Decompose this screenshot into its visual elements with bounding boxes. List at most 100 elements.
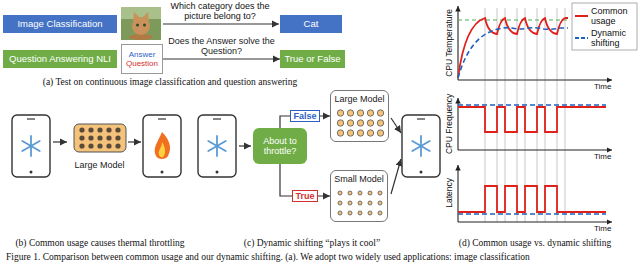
- chip-cell: [115, 127, 120, 132]
- dynamic-shifting-curve: [458, 104, 606, 106]
- flow-arrow: [239, 145, 251, 146]
- figure-caption: Figure 1. Comparison between common usag…: [6, 252, 530, 263]
- sub-caption: (c) Dynamic shifting “plays it cool”: [244, 238, 380, 249]
- edge-label: True: [292, 190, 317, 202]
- chip-cell: [115, 143, 120, 148]
- model-cell: [368, 191, 372, 195]
- chip-cell: [79, 127, 84, 132]
- model-cell: [367, 130, 373, 136]
- phone-cool: [22, 136, 39, 156]
- chip-cell: [106, 135, 111, 140]
- phone-hot: [161, 171, 164, 174]
- legend-box: [572, 3, 637, 50]
- common-usage-curve: [458, 107, 606, 132]
- model-cell: [368, 201, 372, 205]
- model-cell: [377, 110, 383, 116]
- legend-text: Dynamic shifting: [591, 28, 635, 48]
- flow-arrow: [128, 141, 141, 142]
- legend-box: [575, 15, 588, 17]
- phone-cool: [208, 136, 225, 156]
- phone-cool: [216, 171, 219, 174]
- phone-cool: [402, 115, 440, 177]
- chip-cell: [88, 143, 93, 148]
- sub-caption: (b) Common usage causes thermal throttli…: [15, 238, 184, 249]
- chip-cell: [97, 135, 102, 140]
- model-cell: [348, 191, 352, 195]
- model-chip: Large Model: [70, 123, 129, 170]
- model-cell: [338, 201, 342, 205]
- chip-cell: [97, 127, 102, 132]
- phone-hot: [155, 132, 170, 159]
- phone-cool: [417, 118, 425, 119]
- cat-photo: [121, 7, 161, 40]
- axis-unit: Time: [594, 152, 611, 161]
- axis-label: CPU Frequency: [445, 94, 455, 154]
- axis-unit: Time: [594, 224, 611, 233]
- node-text: Image Classification: [17, 19, 102, 30]
- chart-axis: [457, 98, 458, 150]
- model-cell: [358, 201, 362, 205]
- model-cell: [378, 201, 382, 205]
- decision-box: About to throttle?: [253, 128, 307, 164]
- phone-hot: [159, 142, 165, 157]
- flow-arrow: [163, 23, 279, 24]
- phone-cool: [213, 118, 221, 119]
- dynamic-shifting-curve: [458, 213, 606, 215]
- legend-box: [572, 3, 637, 50]
- chart-axis: [458, 221, 612, 222]
- cat-photo: [143, 24, 146, 27]
- dynamic-shifting-curve: [458, 28, 568, 78]
- model-cell: [367, 110, 373, 116]
- model-cell: [358, 211, 362, 215]
- model-cells: [331, 107, 390, 141]
- input-box: AnswerQuestion: [121, 44, 163, 74]
- model-box: Large Model: [330, 90, 389, 142]
- chip-cell: [115, 135, 120, 140]
- model-cell: [357, 110, 363, 116]
- cat-photo: [121, 7, 161, 40]
- model-cell: [348, 201, 352, 205]
- throttle-gridline: [565, 8, 566, 222]
- model-cell: [337, 130, 343, 136]
- chip-cell: [88, 135, 93, 140]
- chart-axis: [457, 6, 458, 80]
- phone-cool: [27, 118, 35, 119]
- model-cell: [377, 130, 383, 136]
- node-text: Large Model: [334, 94, 384, 104]
- flow-arrow: [53, 141, 67, 142]
- model-cell: [347, 110, 353, 116]
- node-text: About to throttle?: [257, 136, 303, 157]
- node-text: Question: [126, 59, 158, 68]
- sub-caption: (a) Test on continuous image classificat…: [43, 77, 298, 88]
- dynamic-shifting-curve: [458, 28, 606, 214]
- chart-axis: [458, 149, 612, 150]
- chip-cell: [106, 143, 111, 148]
- chip-cell: [79, 135, 84, 140]
- phone-cool: [22, 141, 39, 151]
- model-cell: [367, 120, 373, 126]
- model-cell: [378, 191, 382, 195]
- model-cell: [378, 211, 382, 215]
- flow-arrow: [391, 118, 401, 133]
- model-cell: [358, 191, 362, 195]
- answer-box: Cat: [280, 15, 342, 33]
- node-text: Question Answering NLI: [9, 54, 111, 65]
- model-cell: [337, 120, 343, 126]
- phone-cool: [412, 141, 429, 151]
- model-cells: [331, 187, 389, 221]
- model-cell: [368, 211, 372, 215]
- edge-label: Does the Answer solve the Question?: [166, 36, 278, 56]
- model-box: Small Model: [330, 170, 388, 222]
- axis-unit: Time: [594, 82, 611, 91]
- phone-cool: [402, 115, 440, 177]
- answer-box: True or False: [280, 50, 345, 68]
- phone-cool: [30, 171, 33, 174]
- sub-caption: (d) Common usage vs. dynamic shifting: [459, 238, 612, 249]
- model-cell: [377, 120, 383, 126]
- task-box: Image Classification: [3, 15, 117, 33]
- model-cell: [338, 211, 342, 215]
- phone-cool: [22, 141, 39, 151]
- phone-cool: [208, 141, 225, 151]
- task-box: Question Answering NLI: [3, 50, 117, 68]
